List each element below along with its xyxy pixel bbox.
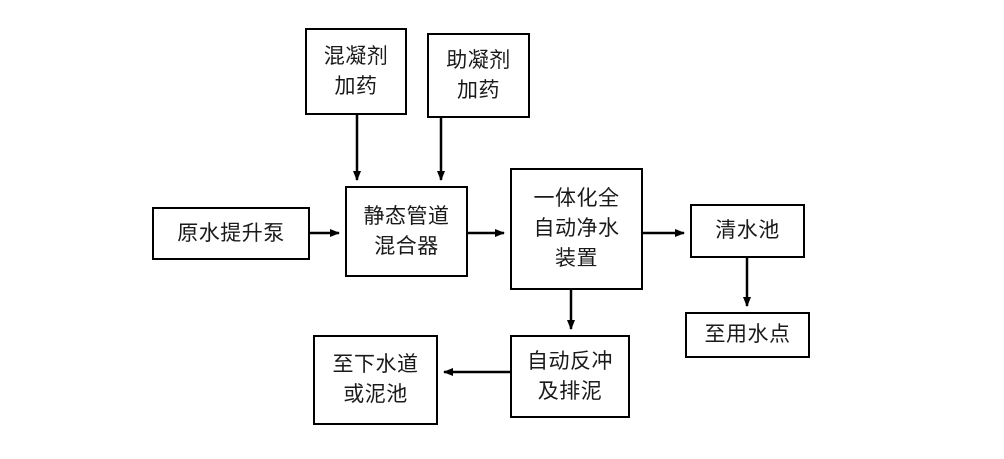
node-label-static-pipe-mixer: 静态管道 混合器 [363,203,450,258]
node-coagulant-dosing[interactable]: 混凝剂 加药 [305,28,407,115]
node-label-raw-water-pump: 原水提升泵 [177,220,285,245]
node-label-integrated-water-purifier: 一体化全 自动净水 装置 [533,186,620,270]
node-label-coagulant-dosing: 混凝剂 加药 [323,43,389,98]
node-to-water-use-point[interactable]: 至用水点 [685,312,810,358]
node-raw-water-pump[interactable]: 原水提升泵 [152,207,310,260]
node-auto-backwash-sludge[interactable]: 自动反冲 及排泥 [510,335,630,418]
node-clear-water-tank[interactable]: 清水池 [690,204,805,258]
node-label-to-water-use-point: 至用水点 [704,322,791,347]
node-to-sewer-or-sludge-pit[interactable]: 至下水道 或泥池 [313,335,438,425]
node-label-clear-water-tank: 清水池 [715,218,780,243]
node-label-auto-backwash-sludge: 自动反冲 及排泥 [527,348,613,403]
node-label-to-sewer-or-sludge-pit: 至下水道 或泥池 [332,352,419,406]
node-label-flocculant-dosing: 助凝剂 加药 [446,47,511,102]
node-static-pipe-mixer[interactable]: 静态管道 混合器 [345,186,468,277]
node-flocculant-dosing[interactable]: 助凝剂 加药 [427,33,530,118]
node-integrated-water-purifier[interactable]: 一体化全 自动净水 装置 [510,168,643,290]
